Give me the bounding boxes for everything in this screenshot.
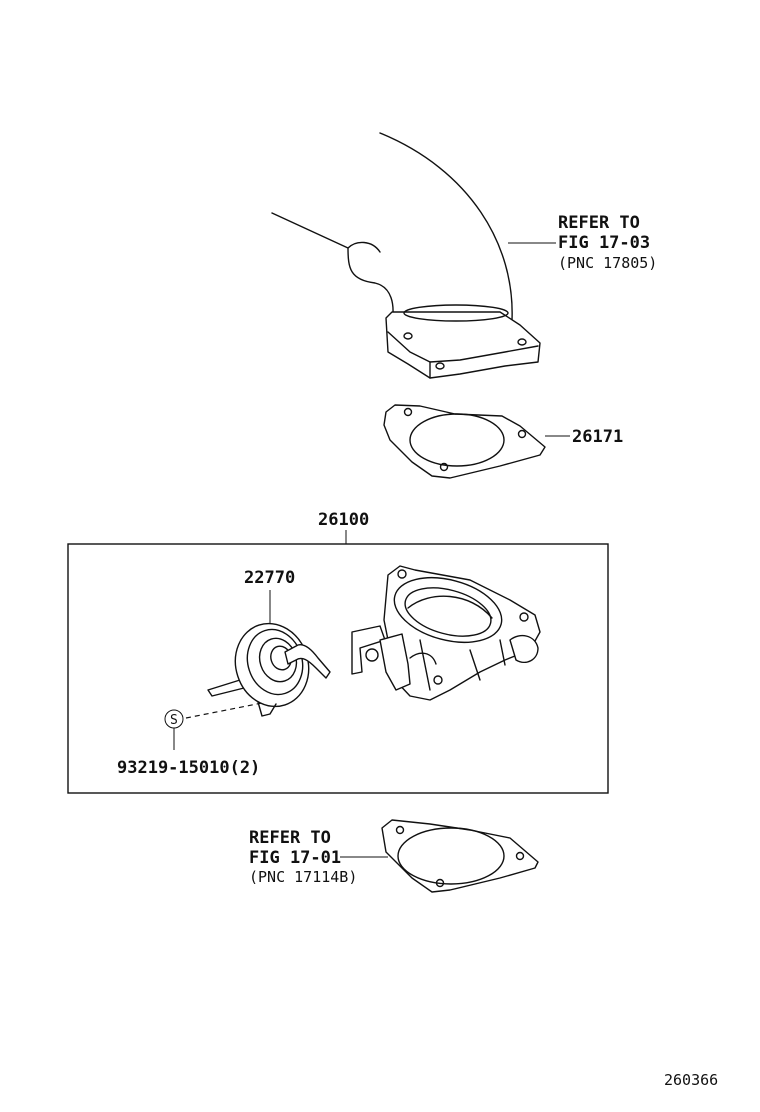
lower-refer-line3: (PNC 17114B) <box>249 868 357 886</box>
assembly-bracket-box <box>67 543 609 794</box>
intake-refer-line2: FIG 17-03 <box>558 233 650 253</box>
intake-refer-line3: (PNC 17805) <box>558 254 657 272</box>
intake-refer-line1: REFER TO <box>558 213 640 233</box>
screw-part-number: 93219-15010(2) <box>117 758 260 778</box>
throttle-body <box>351 565 541 701</box>
lower-refer-line1: REFER TO <box>249 828 331 848</box>
dashpot-22770 <box>207 622 331 717</box>
gasket-26171 <box>383 404 546 479</box>
assembly-part-number: 26100 <box>318 510 369 530</box>
lower-refer-line2: FIG 17-01 <box>249 848 341 868</box>
figure-id: 260366 <box>664 1071 718 1089</box>
screw-symbol: S <box>170 713 178 728</box>
dashpot-part-number: 22770 <box>244 568 295 588</box>
intake-elbow-pipe <box>271 132 541 379</box>
gasket-part-number: 26171 <box>572 427 623 447</box>
screw-dashed-line <box>185 702 263 719</box>
lower-gasket <box>381 819 539 893</box>
